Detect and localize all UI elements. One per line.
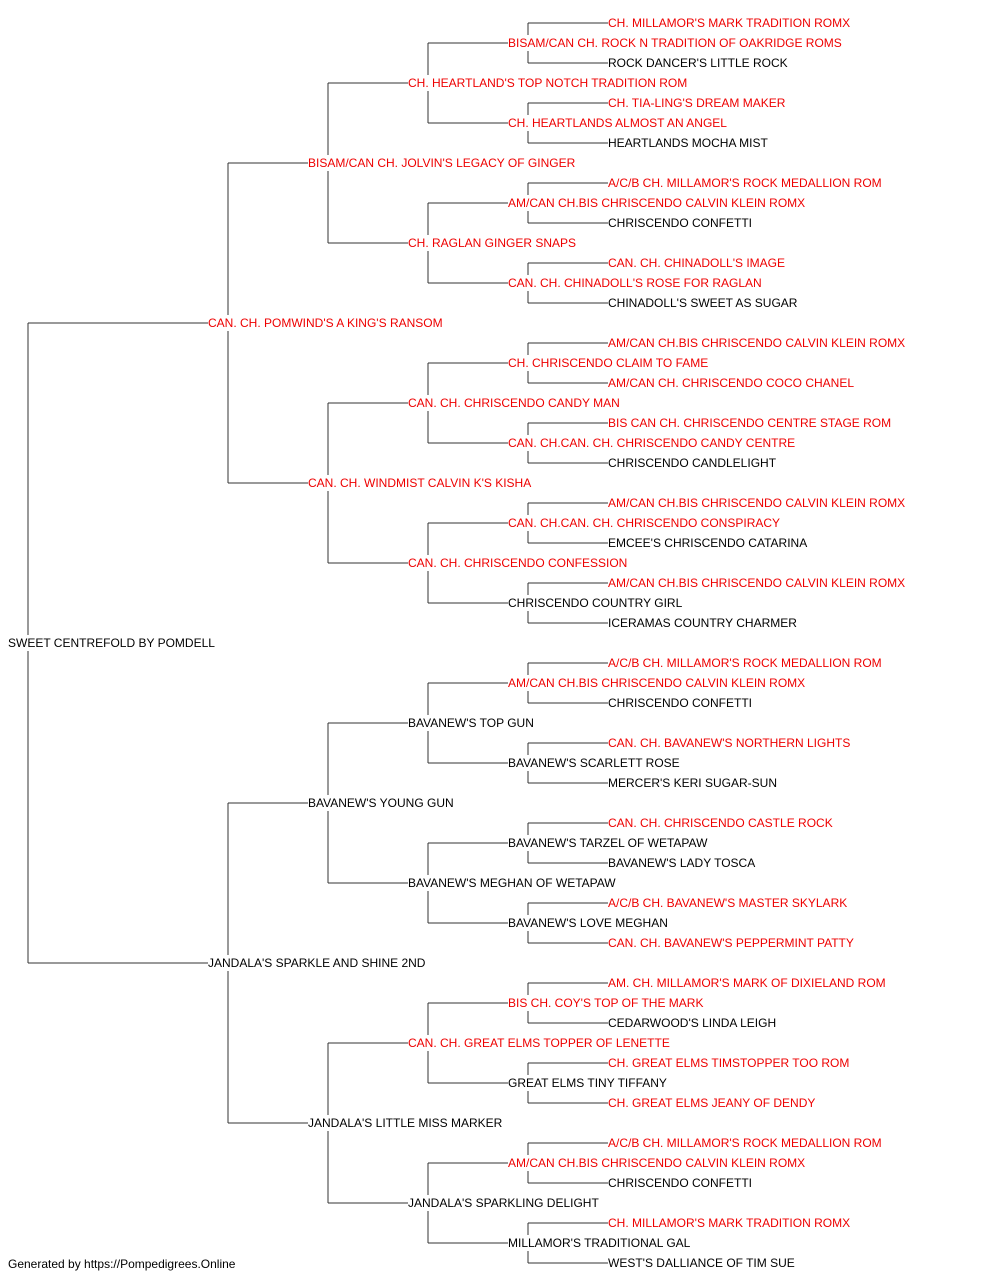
ancestor-name: CAN. CH. BAVANEW'S NORTHERN LIGHTS (608, 736, 851, 750)
ancestor-name: CAN. CH. BAVANEW'S PEPPERMINT PATTY (608, 936, 854, 950)
ancestor-name: BAVANEW'S TARZEL OF WETAPAW (508, 836, 708, 850)
ancestor-name: EMCEE'S CHRISCENDO CATARINA (608, 536, 808, 550)
ancestor-name: ROCK DANCER'S LITTLE ROCK (608, 56, 788, 70)
ancestor-name: BAVANEW'S LADY TOSCA (608, 856, 756, 870)
ancestor-name: CH. RAGLAN GINGER SNAPS (408, 236, 577, 250)
ancestor-name: HEARTLANDS MOCHA MIST (608, 136, 768, 150)
ancestor-name: CH. GREAT ELMS JEANY OF DENDY (608, 1096, 816, 1110)
ancestor-name: BIS CH. COY'S TOP OF THE MARK (508, 996, 704, 1010)
ancestor-name: MILLAMOR'S TRADITIONAL GAL (508, 1236, 691, 1250)
ancestor-name: CAN. CH. CHINADOLL'S IMAGE (608, 256, 785, 270)
ancestor-name: BAVANEW'S SCARLETT ROSE (508, 756, 680, 770)
ancestor-name: BAVANEW'S YOUNG GUN (308, 796, 454, 810)
ancestor-name: CAN. CH. WINDMIST CALVIN K'S KISHA (308, 476, 532, 490)
ancestor-name: WEST'S DALLIANCE OF TIM SUE (608, 1256, 795, 1270)
ancestor-name: GREAT ELMS TINY TIFFANY (508, 1076, 667, 1090)
ancestor-name: CHINADOLL'S SWEET AS SUGAR (608, 296, 798, 310)
ancestor-name: CAN. CH. CHINADOLL'S ROSE FOR RAGLAN (508, 276, 762, 290)
ancestor-name: CH. MILLAMOR'S MARK TRADITION ROMX (608, 1216, 851, 1230)
ancestor-name: CAN. CH. CHRISCENDO CANDY MAN (408, 396, 620, 410)
ancestor-name: AM/CAN CH.BIS CHRISCENDO CALVIN KLEIN RO… (508, 676, 806, 690)
ancestor-name: CEDARWOOD'S LINDA LEIGH (608, 1016, 777, 1030)
ancestor-name: CHRISCENDO CONFETTI (608, 216, 752, 230)
ancestor-name: AM/CAN CH.BIS CHRISCENDO CALVIN KLEIN RO… (508, 196, 806, 210)
ancestor-name: CAN. CH.CAN. CH. CHRISCENDO CANDY CENTRE (508, 436, 796, 450)
ancestor-name: CAN. CH.CAN. CH. CHRISCENDO CONSPIRACY (508, 516, 781, 530)
ancestor-name: A/C/B CH. BAVANEW'S MASTER SKYLARK (608, 896, 848, 910)
ancestor-name: A/C/B CH. MILLAMOR'S ROCK MEDALLION ROM (608, 176, 882, 190)
ancestor-name: CH. TIA-LING'S DREAM MAKER (608, 96, 786, 110)
ancestor-name: CAN. CH. POMWIND'S A KING'S RANSOM (208, 316, 443, 330)
ancestor-name: CHRISCENDO CONFETTI (608, 696, 752, 710)
ancestor-name: AM/CAN CH. CHRISCENDO COCO CHANEL (608, 376, 855, 390)
ancestor-name: A/C/B CH. MILLAMOR'S ROCK MEDALLION ROM (608, 656, 882, 670)
ancestor-name: CAN. CH. CHRISCENDO CONFESSION (408, 556, 628, 570)
ancestor-name: BAVANEW'S MEGHAN OF WETAPAW (408, 876, 616, 890)
ancestor-name: AM/CAN CH.BIS CHRISCENDO CALVIN KLEIN RO… (608, 336, 906, 350)
ancestor-name: BIS CAN CH. CHRISCENDO CENTRE STAGE ROM (608, 416, 892, 430)
ancestor-name: CAN. CH. GREAT ELMS TOPPER OF LENETTE (408, 1036, 670, 1050)
ancestor-name: CAN. CH. CHRISCENDO CASTLE ROCK (608, 816, 833, 830)
ancestor-name: BISAM/CAN CH. JOLVIN'S LEGACY OF GINGER (308, 156, 576, 170)
ancestor-name: AM/CAN CH.BIS CHRISCENDO CALVIN KLEIN RO… (508, 1156, 806, 1170)
ancestor-name: BAVANEW'S TOP GUN (408, 716, 534, 730)
ancestor-name: CHRISCENDO COUNTRY GIRL (508, 596, 683, 610)
subject-dog-name: SWEET CENTREFOLD BY POMDELL (8, 636, 215, 650)
ancestor-name: CH. CHRISCENDO CLAIM TO FAME (508, 356, 709, 370)
generated-by-footer: Generated by https://Pompedigrees.Online (8, 1257, 236, 1271)
ancestor-name: ICERAMAS COUNTRY CHARMER (608, 616, 797, 630)
ancestor-name: AM. CH. MILLAMOR'S MARK OF DIXIELAND ROM (608, 976, 886, 990)
ancestor-name: BAVANEW'S LOVE MEGHAN (508, 916, 668, 930)
ancestor-name: AM/CAN CH.BIS CHRISCENDO CALVIN KLEIN RO… (608, 576, 906, 590)
ancestor-name: JANDALA'S LITTLE MISS MARKER (308, 1116, 503, 1130)
ancestor-name: MERCER'S KERI SUGAR-SUN (608, 776, 777, 790)
ancestor-name: JANDALA'S SPARKLING DELIGHT (408, 1196, 599, 1210)
ancestor-name: CHRISCENDO CONFETTI (608, 1176, 752, 1190)
ancestor-name: CH. GREAT ELMS TIMSTOPPER TOO ROM (608, 1056, 850, 1070)
ancestor-name: CH. MILLAMOR'S MARK TRADITION ROMX (608, 16, 851, 30)
ancestor-name: A/C/B CH. MILLAMOR'S ROCK MEDALLION ROM (608, 1136, 882, 1150)
ancestor-name: CH. HEARTLAND'S TOP NOTCH TRADITION ROM (408, 76, 688, 90)
ancestor-name: AM/CAN CH.BIS CHRISCENDO CALVIN KLEIN RO… (608, 496, 906, 510)
ancestor-name: BISAM/CAN CH. ROCK N TRADITION OF OAKRID… (508, 36, 842, 50)
ancestor-name: CH. HEARTLANDS ALMOST AN ANGEL (508, 116, 727, 130)
ancestor-name: CHRISCENDO CANDLELIGHT (608, 456, 777, 470)
ancestor-name: JANDALA'S SPARKLE AND SHINE 2ND (208, 956, 426, 970)
